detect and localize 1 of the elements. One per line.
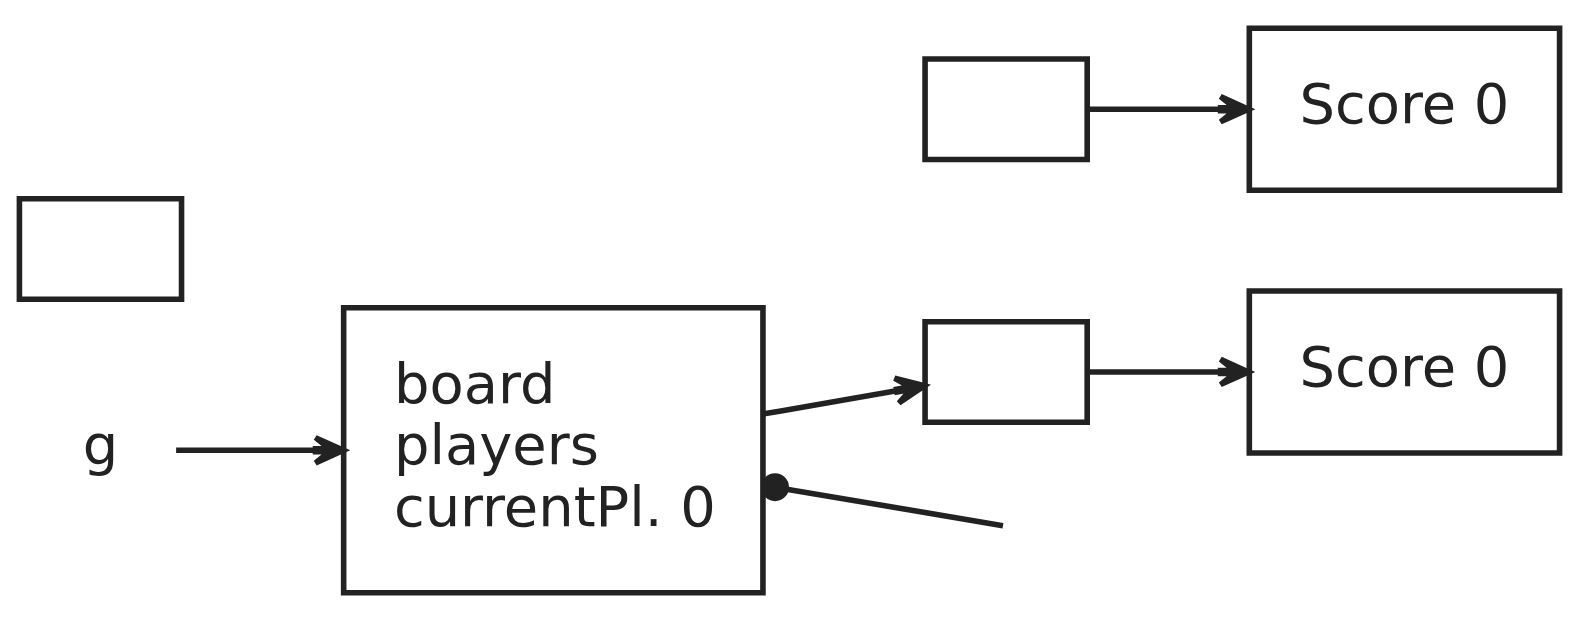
node-text: g <box>82 412 119 478</box>
